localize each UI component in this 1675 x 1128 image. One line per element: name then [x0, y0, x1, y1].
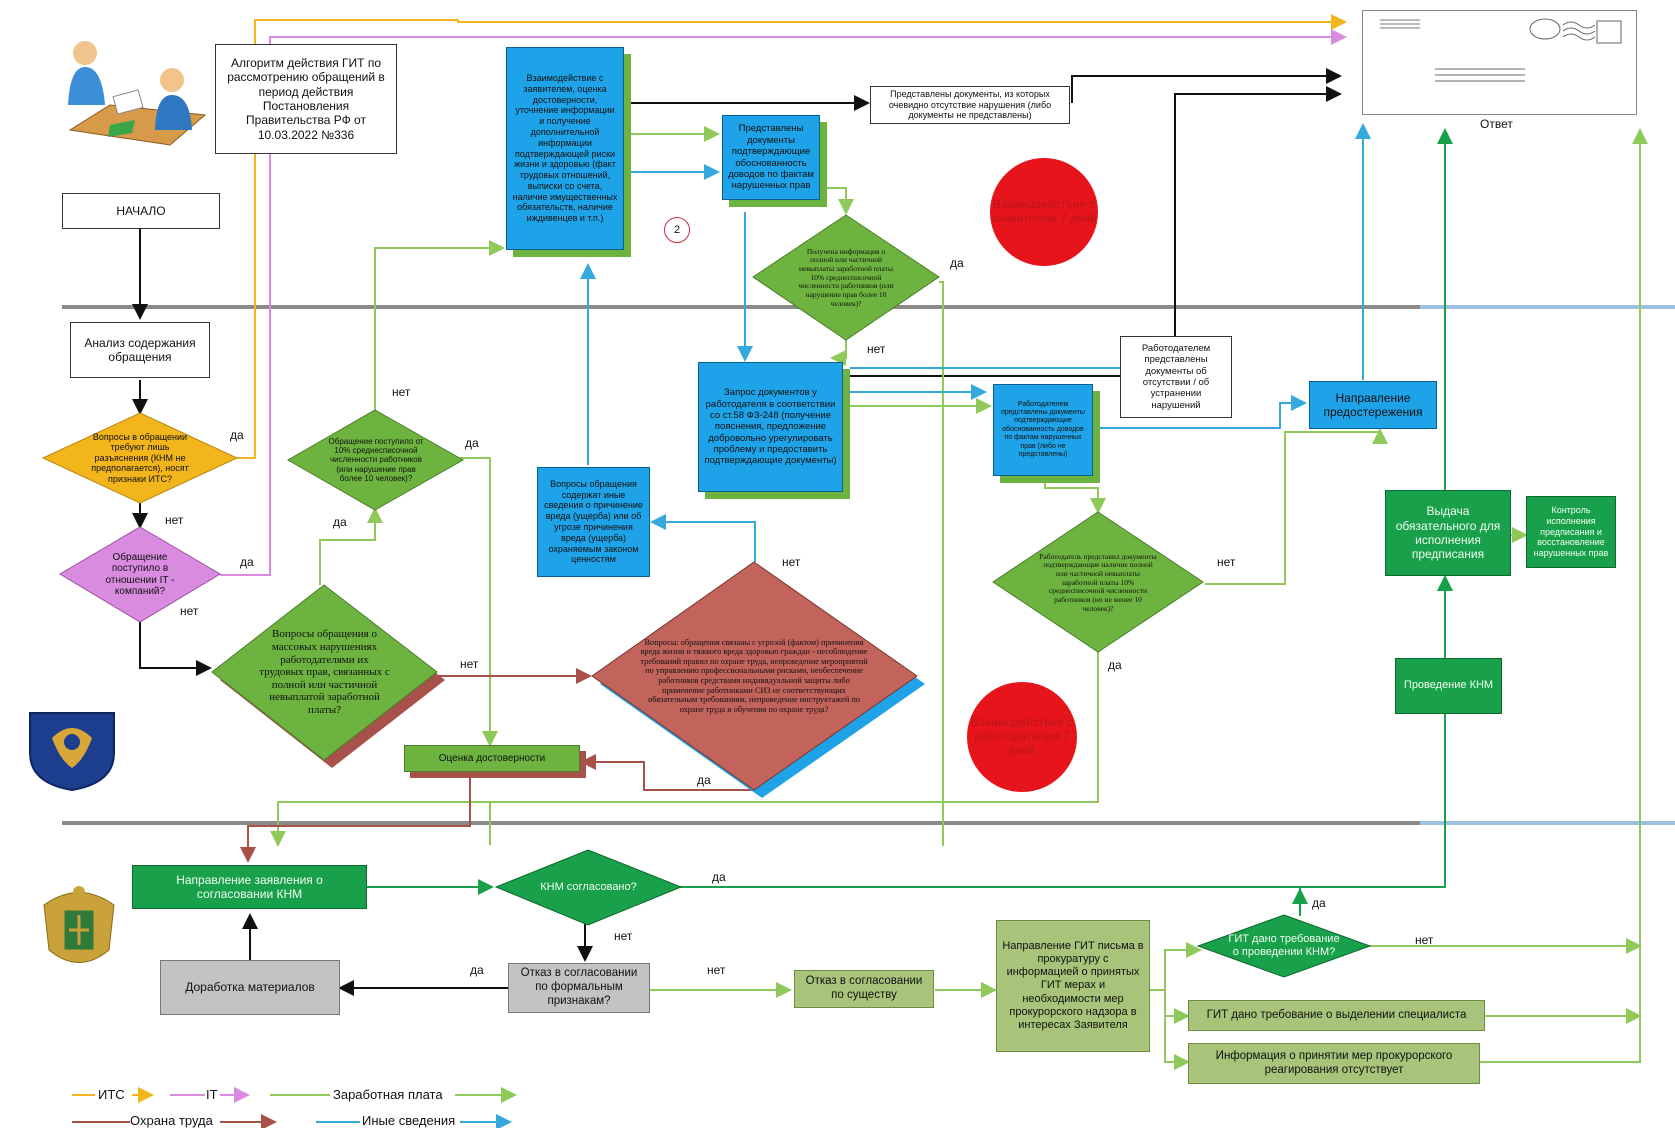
- legend: ИТС IT Заработная плата Охрана труда Ины…: [70, 1085, 590, 1128]
- decision-its: Вопросы в обращении требуют лишь разъясн…: [41, 412, 239, 504]
- legend-its: ИТС: [98, 1087, 125, 1102]
- legend-salary: Заработная плата: [333, 1087, 443, 1102]
- label-demand-yes: да: [1312, 896, 1326, 910]
- decision-git-demand-text: ГИТ дано требование о проведении КНМ?: [1228, 933, 1340, 958]
- knm-box: Проведение КНМ: [1395, 658, 1502, 714]
- decision-git-demand: ГИТ дано требование о проведении КНМ?: [1196, 914, 1372, 978]
- docs-absent: Представлены документы, из которых очеви…: [870, 86, 1070, 124]
- start-box: НАЧАЛО: [62, 193, 220, 229]
- decision-safety-text: Вопросы: обращения связаны с угрозой (фа…: [640, 637, 868, 714]
- decision-10-percent: Обращение поступило от 10% среднесписочн…: [286, 409, 465, 511]
- rostrud-emblem-icon: [29, 712, 115, 792]
- issue-order: Выдача обязательного для исполнения пред…: [1385, 490, 1511, 576]
- no-prosecutor-measures: Информация о принятии мер прокурорского …: [1188, 1043, 1480, 1084]
- label-info-yes: да: [950, 256, 964, 270]
- interaction-applicant: Взаимодействие с заявителем, оценка дост…: [506, 47, 624, 250]
- label-knm-yes: да: [712, 870, 726, 884]
- decision-knm-agreed: КНМ согласовано?: [494, 849, 683, 926]
- decision-employer-docs: Работодатель представил документы подтве…: [992, 511, 1204, 653]
- legend-it: IT: [206, 1087, 218, 1102]
- answer-label: Ответ: [1480, 117, 1513, 131]
- label-employer-no: нет: [1217, 555, 1236, 569]
- decision-it: Обращение поступило в отношении IT - ком…: [59, 526, 221, 623]
- decision-safety: Вопросы: обращения связаны с угрозой (фа…: [591, 561, 925, 798]
- docs-presented-confirm: Представлены документы подтверждающие об…: [722, 115, 820, 200]
- envelope-icon: [1380, 18, 1622, 82]
- other-info: Вопросы обращения содержат иные сведения…: [537, 467, 650, 577]
- send-knm-request: Направление заявления о согласовании КНМ: [132, 865, 367, 909]
- label-10pct-yes: да: [465, 436, 479, 450]
- decision-employer-docs-text: Работодатель представил документы подтве…: [1039, 551, 1157, 613]
- circle-employer-7-days: Взаимодействие с работодателем 7 дней: [967, 682, 1077, 792]
- employer-docs-absence: Работодателем представлены документы об …: [1120, 336, 1232, 418]
- label-mass-no: нет: [460, 657, 479, 671]
- refuse-substance: Отказ в согласовании по существу: [794, 970, 934, 1008]
- legend-other: Иные сведения: [362, 1113, 456, 1128]
- label-it-yes: да: [240, 555, 254, 569]
- prosecutor-emblem-icon: [43, 886, 115, 963]
- label-employer-yes: да: [1108, 658, 1122, 672]
- rework-materials: Доработка материалов: [160, 960, 340, 1015]
- decision-knm-agreed-text: КНМ согласовано?: [540, 881, 637, 894]
- label-formal-yes: да: [470, 963, 484, 977]
- decision-10-percent-text: Обращение поступило от 10% среднесписочн…: [328, 437, 424, 483]
- decision-mass-salary: Вопросы обращения о массовых нарушениях …: [211, 584, 445, 768]
- refuse-formal: Отказ в согласовании по формальным призн…: [508, 963, 650, 1013]
- label-demand-no: нет: [1415, 933, 1434, 947]
- control-order: Контроль исполнения предписания и восста…: [1526, 496, 1616, 568]
- circle-applicant-7-days: Взаимодействие с заявителем 7 дней: [990, 158, 1098, 266]
- warning-box: Направление предостережения: [1309, 381, 1437, 429]
- label-formal-no: нет: [707, 963, 726, 977]
- legend-lines: [72, 1085, 590, 1128]
- legend-safety: Охрана труда: [130, 1113, 213, 1128]
- meeting-illustration-icon: [68, 41, 207, 146]
- label-knm-no: нет: [614, 929, 633, 943]
- analysis-box: Анализ содержания обращения: [70, 322, 210, 378]
- step-number: 2: [664, 217, 690, 243]
- label-its-no: нет: [165, 513, 184, 527]
- reliability-box: Оценка достоверности: [404, 745, 580, 772]
- label-safety-yes: да: [697, 773, 711, 787]
- label-its-yes: да: [230, 428, 244, 442]
- title-box: Алгоритм действия ГИТ по рассмотрению об…: [215, 44, 397, 154]
- label-it-no: нет: [180, 604, 199, 618]
- label-info-no: нет: [867, 342, 886, 356]
- employer-docs-confirm: Работодателем представлены документы под…: [993, 384, 1093, 476]
- decision-its-text: Вопросы в обращении требуют лишь разъясн…: [91, 432, 189, 484]
- decision-mass-salary-text: Вопросы обращения о массовых нарушениях …: [259, 628, 390, 717]
- decision-it-text: Обращение поступило в отношении IT - ком…: [105, 551, 175, 598]
- request-employer: Запрос документов у работодателя в соотв…: [698, 362, 843, 492]
- letter-prosecutor: Направление ГИТ письма в прокуратуру с и…: [996, 920, 1150, 1052]
- label-safety-no: нет: [782, 555, 801, 569]
- decision-info-received: Получена информация о полной или частичн…: [752, 214, 940, 341]
- label-10pct-no: нет: [392, 385, 411, 399]
- label-mass-yes: да: [333, 515, 347, 529]
- decision-info-received-text: Получена информация о полной или частичн…: [798, 246, 894, 308]
- git-specialist: ГИТ дано требование о выделении специали…: [1188, 1000, 1485, 1031]
